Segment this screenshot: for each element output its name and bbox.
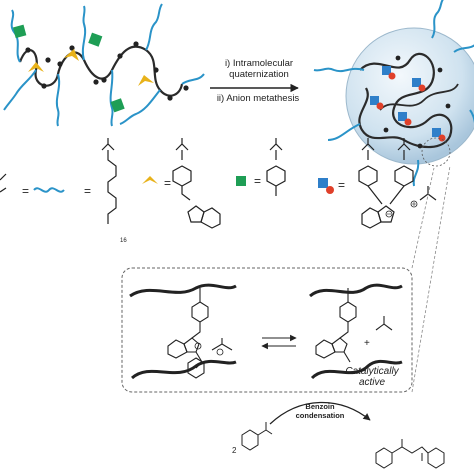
equals-1: = (22, 184, 30, 198)
repeat-n: 16 (120, 238, 127, 244)
equals-3: = (164, 176, 172, 190)
mechanism-right (309, 283, 403, 380)
mechanism-box (121, 267, 413, 393)
legend-row (0, 138, 437, 229)
peg-arm-icon (33, 187, 65, 193)
benzoin-line2: condensation (295, 411, 345, 420)
benzoin-label: Benzoin condensation (284, 402, 356, 420)
step1-line: i) Intramolecular (224, 58, 294, 69)
benzoin-line1: Benzoin (305, 402, 335, 411)
catalytic-line1: Catalytically (345, 366, 399, 377)
coefficient: 2 (232, 446, 237, 455)
equals-4: = (254, 174, 262, 188)
catalytic-line2: active (358, 377, 386, 388)
benzaldehyde (241, 422, 273, 451)
catalytically-active-label: Catalytically active (332, 366, 412, 388)
linear-polymer (3, 3, 205, 127)
benzimidazole-chevron-icon (28, 49, 154, 86)
plus-sign: + (364, 338, 370, 349)
benzoin-arrow (269, 401, 371, 425)
step1-line2: quaternization (229, 69, 289, 80)
zoom-line-bottom (411, 165, 451, 393)
nanoparticle-sphere (313, 0, 474, 187)
mechanism-left (129, 283, 237, 380)
equals-5: = (338, 178, 346, 192)
chloride-square-icon (12, 24, 125, 113)
benzoin-product (375, 439, 445, 469)
equals-2: = (84, 184, 92, 198)
step1-label: i) Intramolecular quaternization (212, 58, 306, 80)
step2-label: ii) Anion metathesis (216, 93, 300, 104)
ion-pair-icon (370, 66, 446, 142)
zoom-line-top (411, 167, 435, 269)
